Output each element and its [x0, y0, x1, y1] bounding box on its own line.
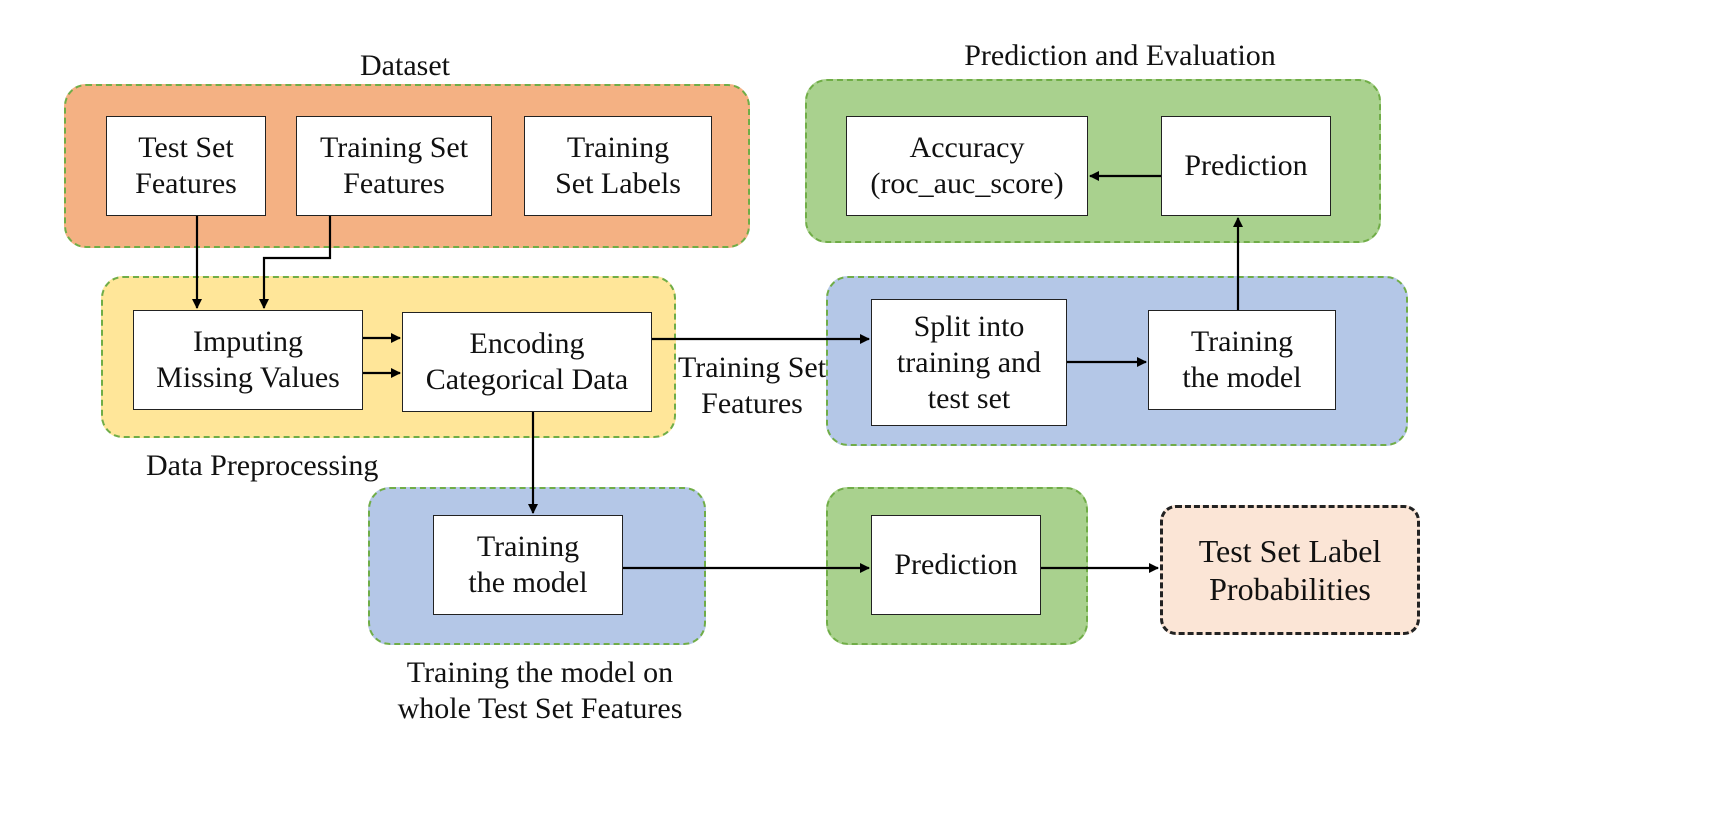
data-preprocessing-label: Data Preprocessing — [146, 449, 379, 482]
dataset-label: Dataset — [360, 49, 450, 82]
prediction-full-box: Prediction — [871, 515, 1041, 615]
training-set-features-edge-label: Training Set Features — [677, 351, 827, 420]
prediction-eval-box: Prediction — [1161, 116, 1331, 216]
arrow-training-features-to-imputing — [259, 216, 332, 309]
prediction-evaluation-label: Prediction and Evaluation — [964, 39, 1276, 72]
whole-training-label: Training the model on whole Test Set Fea… — [397, 656, 683, 725]
accuracy-box: Accuracy(roc_auc_score) — [846, 116, 1088, 216]
